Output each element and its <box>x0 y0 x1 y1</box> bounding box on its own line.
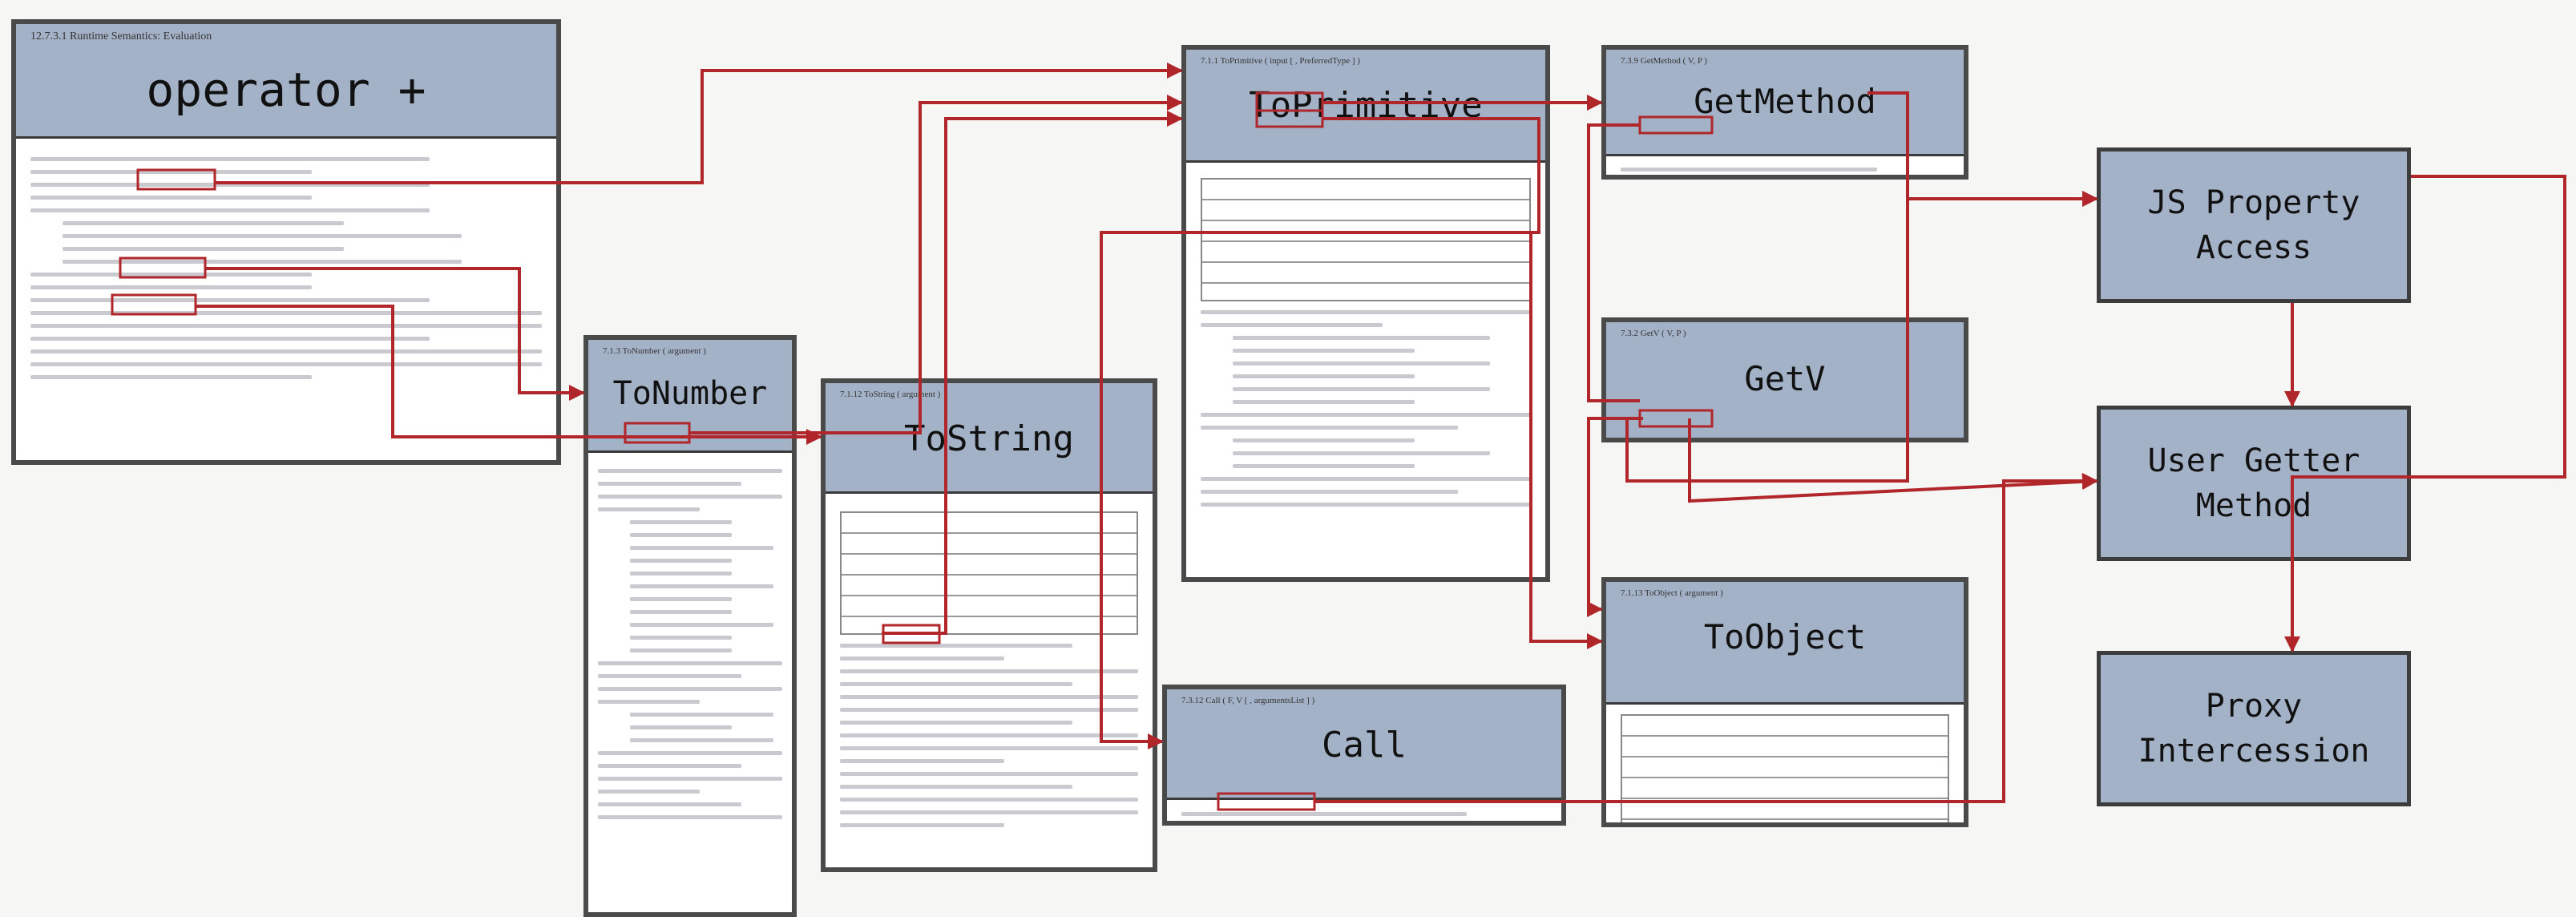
wire-js-property-to-proxy <box>2284 175 2566 652</box>
wire-getmethod-to-js-property <box>1867 91 2098 207</box>
doc-get-method-header: 7.3.9 GetMethod ( V, P ) GetMethod <box>1606 50 1964 156</box>
doc-to-primitive-text <box>1201 170 1531 515</box>
wire-getv-to-toobject <box>1587 417 1643 617</box>
callsite-call-getter <box>1217 792 1316 811</box>
callsite-toprimitive-call <box>1255 109 1324 128</box>
doc-to-object-section: 7.1.13 ToObject ( argument ) <box>1621 588 1723 598</box>
doc-get-v-header: 7.3.2 GetV ( V, P ) GetV <box>1606 322 1964 438</box>
doc-to-string-title: ToString <box>904 418 1074 459</box>
callsite-tostring-toprimitive <box>882 624 941 644</box>
concept-user-getter-method: User Getter Method <box>2097 406 2411 561</box>
concept-js-property-access: JS Property Access <box>2097 147 2411 303</box>
doc-to-number-section: 7.1.3 ToNumber ( argument ) <box>603 346 706 356</box>
callsite-operator-tonumber <box>119 257 207 279</box>
doc-get-method-text <box>1621 159 1949 175</box>
doc-get-v-section: 7.3.2 GetV ( V, P ) <box>1621 329 1686 338</box>
wire-toprimitive-down-to-toobject <box>1529 232 1603 649</box>
doc-operator-plus-header: 12.7.3.1 Runtime Semantics: Evaluation o… <box>16 24 556 139</box>
doc-to-primitive: 7.1.1 ToPrimitive ( input [ , PreferredT… <box>1181 45 1550 582</box>
wire-getv-to-js-property <box>1625 191 2098 483</box>
callsite-getv-toobject <box>1638 409 1714 428</box>
doc-to-string-header: 7.1.12 ToString ( argument ) ToString <box>826 383 1153 494</box>
callsite-tonumber-toprimitive <box>624 422 691 444</box>
doc-to-number-title: ToNumber <box>612 375 768 412</box>
wire-toprimitive-to-call <box>1100 117 1540 749</box>
wire-tostring-to-toprimitive <box>882 111 1183 635</box>
doc-operator-plus: 12.7.3.1 Runtime Semantics: Evaluation o… <box>11 19 561 465</box>
wire-getmethod-to-getv <box>1587 123 1640 402</box>
concept-proxy-interception: Proxy Intercession <box>2097 651 2411 806</box>
doc-get-method-title: GetMethod <box>1694 82 1876 121</box>
callsite-operator-tostring <box>111 293 197 316</box>
doc-operator-plus-title: operator + <box>146 63 426 117</box>
callsite-toprimitive-getmethod <box>1255 91 1324 112</box>
doc-operator-plus-text <box>30 148 542 388</box>
doc-to-primitive-section: 7.1.1 ToPrimitive ( input [ , PreferredT… <box>1201 56 1360 66</box>
wire-call-to-user-getter <box>1314 473 2098 803</box>
callsite-operator-toprimitive <box>136 168 216 191</box>
doc-to-string-section: 7.1.12 ToString ( argument ) <box>840 390 941 399</box>
wire-operator-to-tonumber <box>205 267 585 401</box>
wire-tonumber-to-toprimitive <box>689 95 1183 434</box>
doc-call-header: 7.3.12 Call ( F, V [ , argumentsList ] )… <box>1167 689 1561 800</box>
doc-get-v-title: GetV <box>1744 359 1826 398</box>
doc-to-number-text <box>598 460 782 828</box>
wire-getv-to-user-getter <box>1688 418 2098 503</box>
doc-call-text <box>1181 803 1547 821</box>
doc-call-section: 7.3.12 Call ( F, V [ , argumentsList ] ) <box>1181 696 1315 705</box>
doc-operator-plus-section: 12.7.3.1 Runtime Semantics: Evaluation <box>30 30 212 42</box>
doc-to-string-text <box>840 503 1138 836</box>
callsite-getmethod-getv <box>1638 115 1714 135</box>
doc-to-object-header: 7.1.13 ToObject ( argument ) ToObject <box>1606 582 1964 705</box>
doc-to-object-text <box>1621 706 1949 822</box>
wire-operator-to-toprimitive <box>215 63 1183 184</box>
doc-to-object: 7.1.13 ToObject ( argument ) ToObject <box>1601 577 1968 827</box>
doc-to-object-title: ToObject <box>1703 617 1867 656</box>
doc-call-title: Call <box>1322 725 1407 766</box>
doc-get-method-section: 7.3.9 GetMethod ( V, P ) <box>1621 56 1707 66</box>
wire-operator-to-tostring <box>196 305 822 445</box>
